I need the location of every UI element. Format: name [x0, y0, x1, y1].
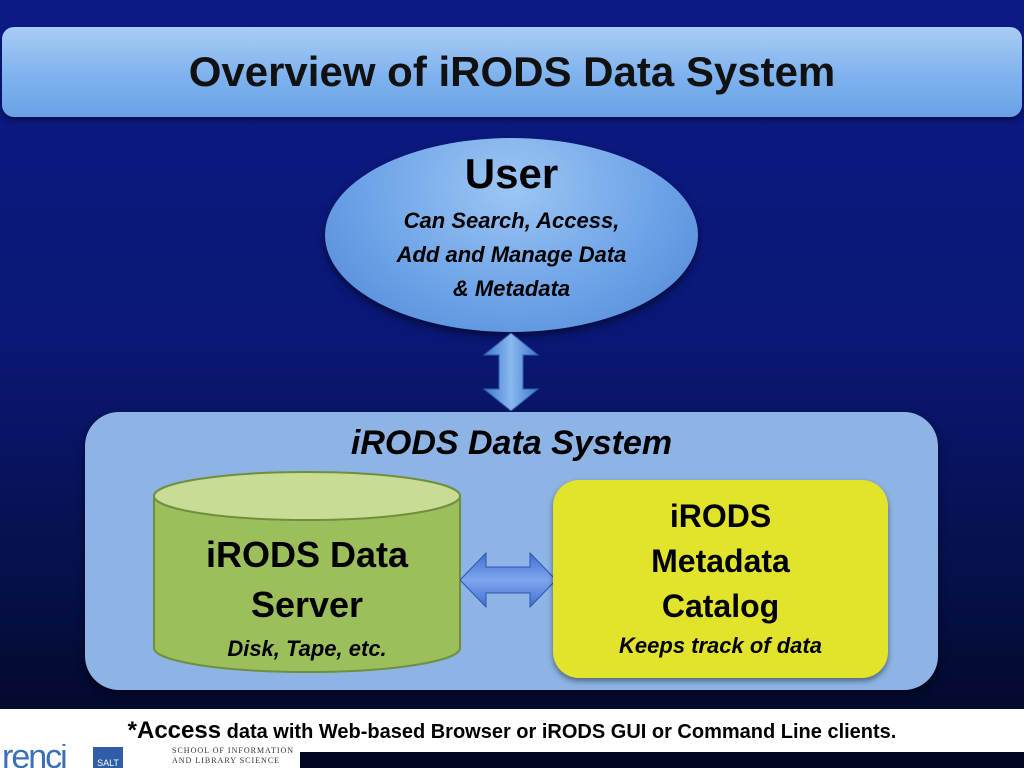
ils-logo-line: SCHOOL OF INFORMATION [172, 746, 295, 755]
ils-logo: SCHOOL OF INFORMATION AND LIBRARY SCIENC… [172, 746, 294, 766]
data-server-title-line: Server [250, 584, 364, 625]
double-arrow-vertical-icon [482, 333, 540, 411]
footer-note: *Access data with Web-based Browser or i… [128, 717, 897, 745]
slide-title: Overview of iRODS Data System [188, 48, 836, 95]
renci-logo: renci [2, 744, 68, 768]
data-server-title-line: iRODS Data [205, 534, 409, 575]
title-bar: Overview of iRODS Data System [2, 27, 1022, 117]
user-description: Can Search, Access, Add and Manage Data … [325, 204, 698, 306]
user-desc-line: & Metadata [452, 276, 571, 301]
catalog-title-line: iRODS [669, 498, 772, 534]
data-server-cylinder [153, 471, 461, 673]
footer-emphasis: *Access [127, 716, 222, 744]
ils-logo-line: AND LIBRARY SCIENCE [172, 756, 281, 765]
metadata-catalog-box: iRODS Metadata Catalog Keeps track of da… [553, 480, 888, 678]
double-arrow-horizontal-icon [460, 551, 556, 609]
footer-text: data with Web-based Browser or iRODS GUI… [221, 720, 897, 743]
catalog-title: iRODS Metadata Catalog [553, 494, 888, 629]
salt-logo: SALT [93, 747, 123, 768]
catalog-title-line: Catalog [661, 588, 780, 624]
data-server-subtitle: Disk, Tape, etc. [227, 636, 387, 661]
catalog-title-line: Metadata [651, 543, 790, 579]
user-title: User [464, 150, 559, 197]
logo-strip: renci SALT SCHOOL OF INFORMATION AND LIB… [0, 744, 300, 768]
user-node: User Can Search, Access, Add and Manage … [325, 138, 698, 332]
system-label: iRODS Data System [350, 424, 673, 462]
user-desc-line: Add and Manage Data [396, 242, 627, 267]
user-desc-line: Can Search, Access, [403, 208, 620, 233]
data-server-text: iRODS Data Server Disk, Tape, etc. [150, 530, 464, 662]
catalog-subtitle: Keeps track of data [619, 633, 822, 658]
